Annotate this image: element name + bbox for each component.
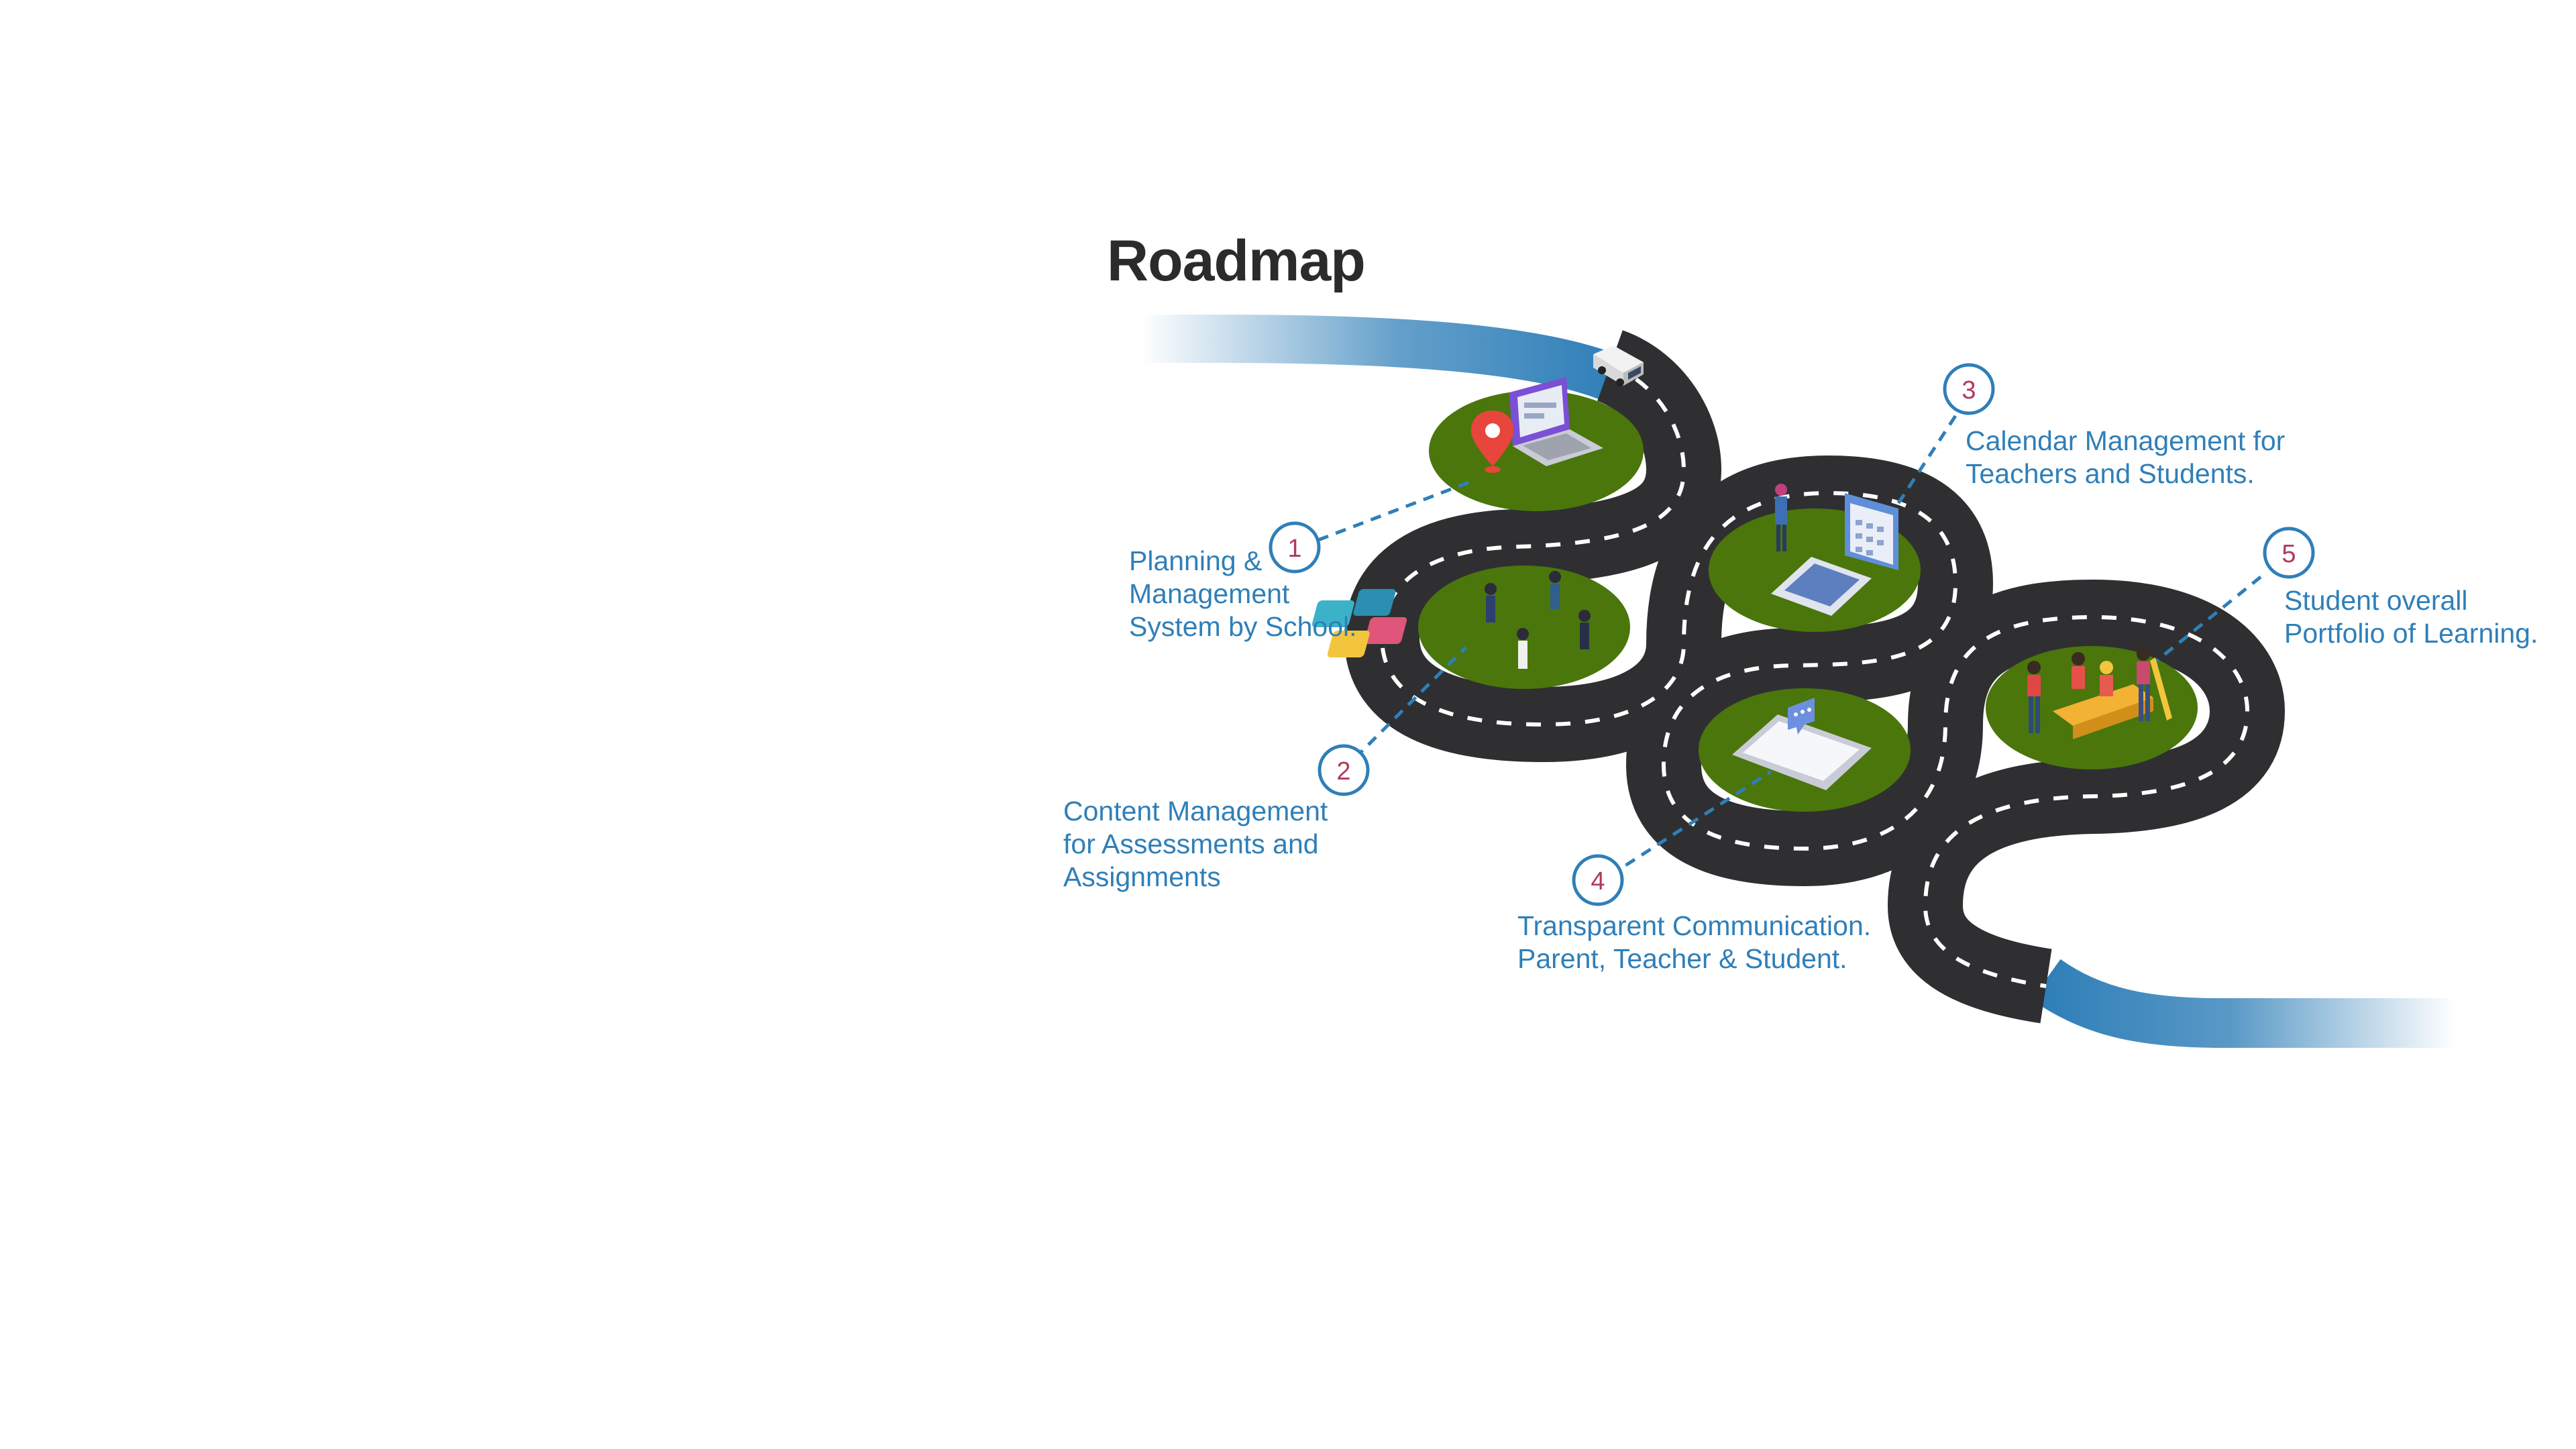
step-label-4: Transparent Communication. Parent, Teach… (1517, 910, 1871, 975)
step-1-line-1: Planning & (1129, 545, 1263, 576)
step-marker-3: 3 (1943, 363, 1995, 415)
connector-lines (1318, 415, 2262, 877)
connector-1 (1318, 478, 1477, 542)
step-marker-1: 1 (1269, 521, 1321, 574)
step-3-line-2: Teachers and Students. (1966, 458, 2255, 489)
road-start-ribbon (1140, 314, 1623, 402)
road-end-ribbon (2031, 959, 2455, 1048)
students-study-icon (2027, 647, 2172, 739)
step-2-line-1: Content Management (1063, 796, 1328, 826)
step-number-5: 5 (2282, 540, 2296, 568)
step-1-line-2: Management (1129, 578, 1290, 609)
step-4-line-1: Transparent Communication. (1517, 910, 1872, 941)
step-number-3: 3 (1962, 376, 1976, 405)
puzzle-team-icon (1311, 571, 1591, 669)
step-3-line-1: Calendar Management for (1966, 425, 2286, 456)
step-number-1: 1 (1287, 535, 1301, 563)
step-marker-2: 2 (1318, 744, 1370, 796)
step-marker-5: 5 (2263, 527, 2315, 579)
step-1-line-3: System by School. (1129, 611, 1357, 642)
connector-5 (2155, 576, 2262, 662)
step-2-line-3: Assignments (1063, 861, 1221, 892)
step-number-4: 4 (1591, 867, 1605, 896)
tablet-chat-icon (1732, 698, 1872, 790)
laptop-map-pin-icon (1471, 377, 1603, 473)
connector-4 (1609, 769, 1772, 877)
step-label-1: Planning & Management System by School. (1129, 545, 1357, 643)
step-5-line-1: Student overall (2284, 585, 2468, 616)
step-label-2: Content Management for Assessments and A… (1063, 795, 1328, 894)
page-title: Roadmap (1107, 229, 1366, 293)
step-number-2: 2 (1336, 757, 1350, 786)
step-5-line-2: Portfolio of Learning. (2284, 618, 2538, 649)
laptop-calendar-icon (1771, 484, 1898, 616)
step-markers: 1 2 3 4 5 (1269, 363, 2315, 906)
step-4-line-2: Parent, Teacher & Student. (1517, 943, 1847, 974)
van-icon (1593, 345, 1644, 386)
step-2-line-2: for Assessments and (1063, 828, 1319, 859)
step-label-5: Student overall Portfolio of Learning. (2284, 584, 2538, 650)
island-2 (1418, 566, 1630, 689)
connector-2 (1354, 646, 1467, 759)
step-marker-4: 4 (1572, 854, 1624, 906)
step-label-3: Calendar Management for Teachers and Stu… (1966, 425, 2285, 490)
